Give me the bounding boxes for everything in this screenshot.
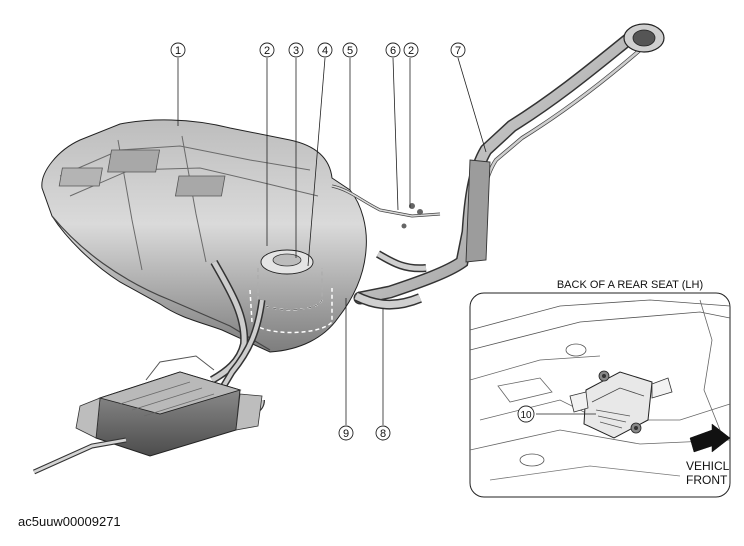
vehicle-front-label-1: VEHICLE (686, 459, 737, 473)
svg-text:2: 2 (264, 45, 270, 57)
vent-hoses (331, 184, 441, 229)
svg-text:7: 7 (455, 45, 461, 57)
callout-10: 10 (517, 405, 535, 423)
svg-text:2: 2 (408, 45, 414, 57)
filler-pipe (353, 23, 665, 310)
svg-text:8: 8 (380, 428, 386, 440)
callout-3: 3 (288, 42, 304, 58)
vehicle-front-label-2: FRONT (686, 473, 728, 487)
inset-panel: BACK OF A REAR SEAT (LH) (469, 279, 737, 498)
svg-text:4: 4 (322, 45, 328, 57)
callout-9: 9 (338, 425, 354, 441)
svg-text:10: 10 (520, 410, 532, 421)
callout-6: 6 (385, 42, 401, 58)
callout-2a: 2 (259, 42, 275, 58)
svg-text:1: 1 (175, 45, 181, 57)
leader-lines (177, 57, 487, 425)
svg-text:5: 5 (347, 45, 353, 57)
inset-title: BACK OF A REAR SEAT (LH) (557, 279, 703, 291)
figure-code: ac5uuw00009271 (18, 514, 121, 529)
svg-text:9: 9 (343, 428, 349, 440)
fuel-tank (41, 119, 367, 353)
callout-1: 1 (170, 42, 186, 58)
callout-4: 4 (317, 42, 333, 58)
callout-8: 8 (375, 425, 391, 441)
charcoal-canister (32, 355, 263, 475)
callout-2b: 2 (403, 42, 419, 58)
vehicle-front-arrow-icon (689, 423, 730, 453)
callout-7: 7 (450, 42, 466, 58)
svg-text:3: 3 (293, 45, 299, 57)
svg-text:6: 6 (390, 45, 396, 57)
callout-5: 5 (342, 42, 358, 58)
